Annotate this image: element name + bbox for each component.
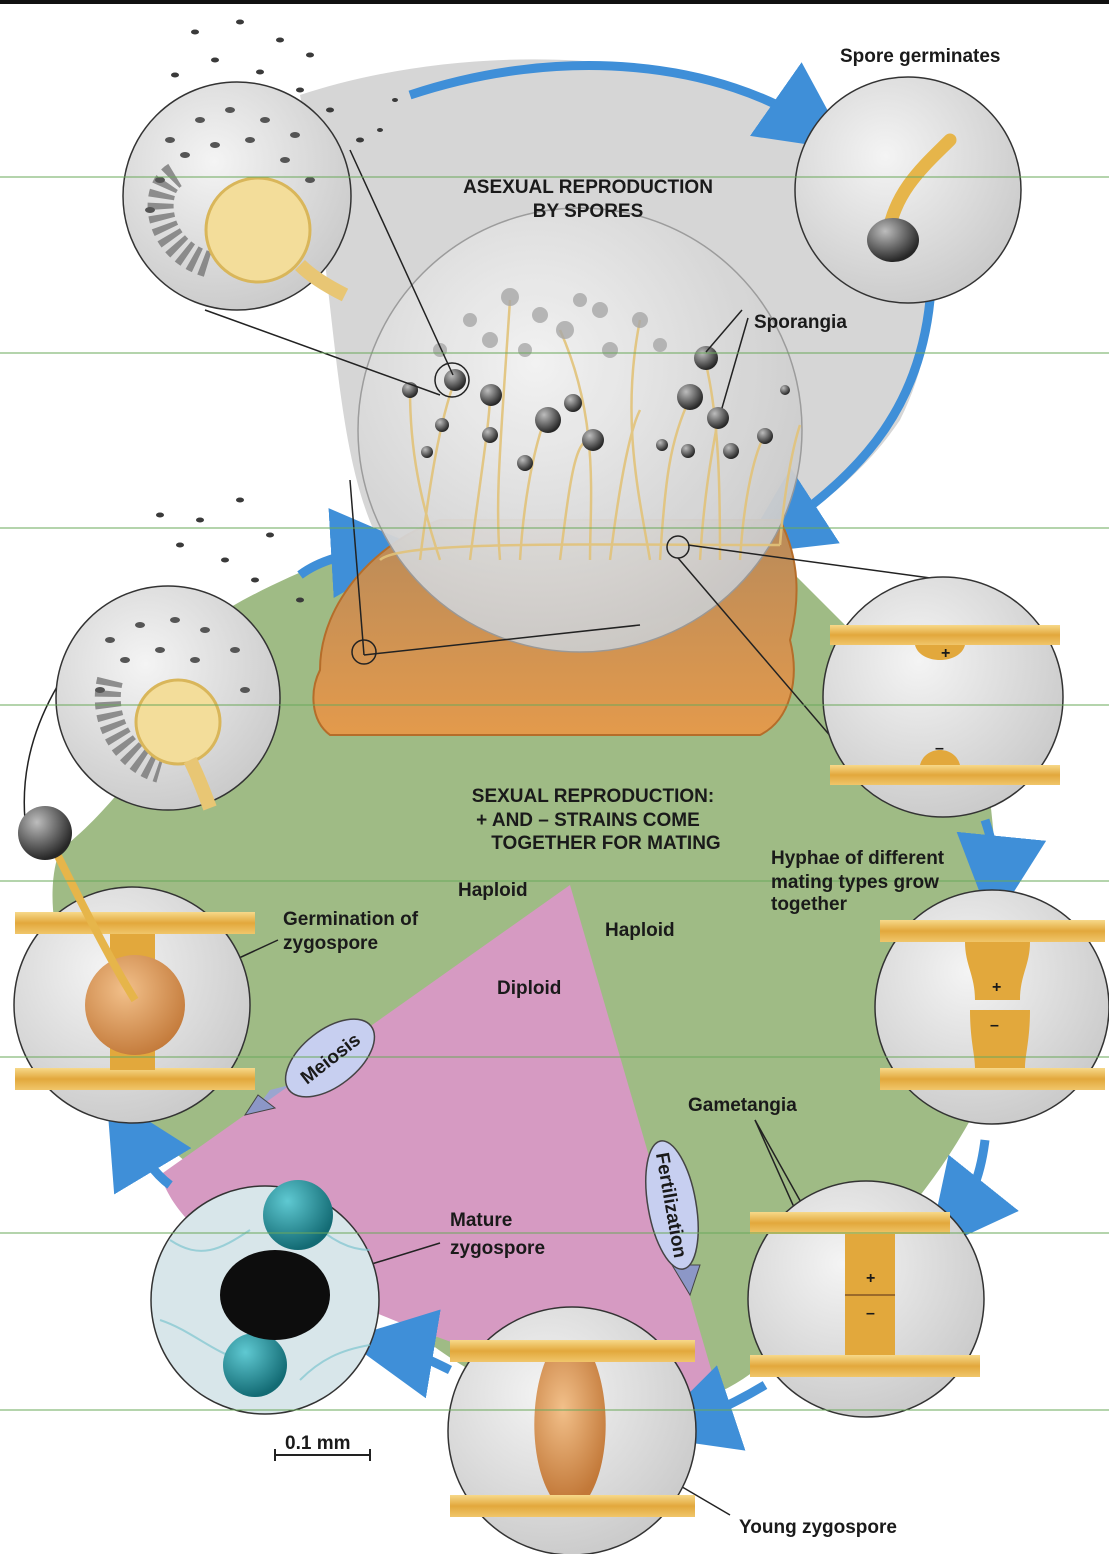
- young-zygospore-lens: [448, 1307, 696, 1554]
- plus-marker-1: +: [941, 645, 950, 662]
- label-haploid-left: Haploid: [458, 880, 528, 901]
- gametangia-lens: [748, 1181, 984, 1417]
- sexual-title-line3: TOGETHER FOR MATING: [491, 833, 720, 854]
- label-hyphae-line1: Hyphae of different: [771, 848, 945, 869]
- minus-marker-2: –: [990, 1017, 999, 1034]
- label-mature-line2: zygospore: [450, 1238, 545, 1259]
- spore-germinates-lens: [795, 77, 1021, 303]
- asexual-title-line2: BY SPORES: [533, 201, 644, 222]
- hyphae-approach-lens: [823, 577, 1063, 817]
- label-scale-bar: 0.1 mm: [285, 1433, 350, 1454]
- top-border: [0, 0, 1109, 4]
- minus-marker-1: –: [935, 740, 944, 757]
- label-young-zygospore: Young zygospore: [739, 1517, 897, 1538]
- label-mature-line1: Mature: [450, 1210, 512, 1231]
- hyphae-together-lens: [875, 890, 1109, 1124]
- label-haploid-right: Haploid: [605, 920, 675, 941]
- sexual-title-line2: + AND – STRAINS COME: [476, 810, 700, 831]
- label-diploid: Diploid: [497, 978, 561, 999]
- asexual-title-line1: ASEXUAL REPRODUCTION: [463, 177, 713, 198]
- plus-marker-3: +: [866, 1270, 875, 1287]
- minus-marker-3: –: [866, 1305, 875, 1322]
- arrow-to-gametangia: [950, 1140, 985, 1225]
- sporangium-lens-left: [56, 586, 280, 810]
- sexual-title-line1: SEXUAL REPRODUCTION:: [472, 786, 714, 807]
- label-gametangia: Gametangia: [688, 1095, 797, 1116]
- label-germination-line1: Germination of: [283, 909, 419, 930]
- label-hyphae-line2: mating types grow: [771, 872, 939, 893]
- label-spore-germinates: Spore germinates: [840, 46, 1001, 67]
- sporangium-lens-top: [123, 82, 351, 310]
- label-germination-line2: zygospore: [283, 933, 378, 954]
- mycelium-lens: [358, 208, 802, 652]
- label-sporangia: Sporangia: [754, 312, 847, 333]
- label-hyphae-line3: together: [771, 894, 848, 915]
- germinating-sporangium: [18, 806, 72, 860]
- plus-marker-2: +: [992, 979, 1001, 996]
